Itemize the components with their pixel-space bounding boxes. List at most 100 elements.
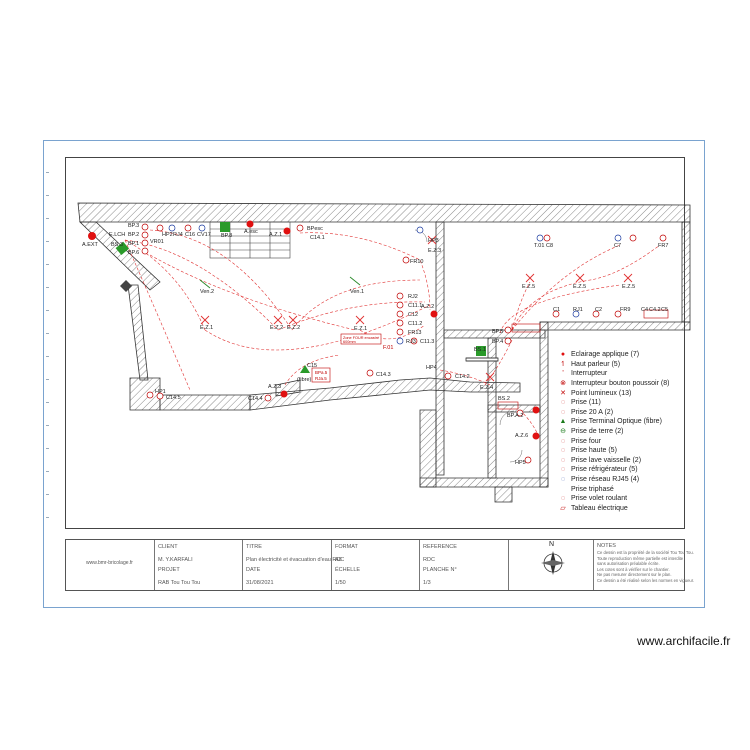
legend-symbol-icon: ◌ bbox=[560, 495, 566, 503]
note-line: Ne pas mesurer directement sur le plan. bbox=[597, 572, 672, 578]
outlet bbox=[410, 337, 418, 345]
plan-label: C14.3 bbox=[376, 372, 391, 378]
note-line: Toute reproduction même partielle est in… bbox=[597, 555, 684, 561]
legend-item: ⊗Interrupteur bouton poussoir (8) bbox=[557, 379, 697, 389]
outlet bbox=[264, 394, 272, 402]
plan-label: C4 bbox=[641, 307, 648, 313]
outlet bbox=[396, 310, 404, 318]
outlet bbox=[396, 337, 404, 345]
plan-label: BS.2 bbox=[498, 396, 510, 402]
legend-symbol-icon: ◌ bbox=[560, 447, 566, 455]
light-point bbox=[288, 315, 298, 325]
legend-symbol-icon: ▲ bbox=[559, 418, 567, 426]
margin-tick bbox=[46, 310, 49, 311]
margin-tick bbox=[46, 195, 49, 196]
plan-label: Zone FOUR encastré bbox=[343, 336, 379, 340]
plan-label: HP2 bbox=[162, 232, 173, 238]
legend-symbol-icon: ⊗ bbox=[560, 380, 566, 388]
outlet bbox=[536, 234, 544, 242]
legend-label: Prise haute (5) bbox=[571, 447, 617, 455]
legend-label: Prise de terre (2) bbox=[571, 428, 624, 436]
note-line: Les cotes sont à vérifier sur le chantie… bbox=[597, 566, 670, 572]
plan-label: RJ1 bbox=[573, 307, 583, 313]
company-url: www.bmr-bricolage.fr bbox=[86, 560, 133, 566]
legend-label: Haut parleur (5) bbox=[571, 360, 621, 368]
legend-item: ⊖ Prise de terre (2) bbox=[557, 427, 697, 437]
margin-tick bbox=[46, 356, 49, 357]
plan-label: BP.6 bbox=[128, 250, 139, 256]
fixture-marker bbox=[120, 280, 132, 292]
plan-label: HP5 bbox=[515, 460, 526, 466]
light-point bbox=[623, 273, 633, 283]
margin-tick bbox=[46, 172, 49, 173]
legend-symbol-icon: ⊖ bbox=[560, 428, 566, 436]
legend-item: ◌Prise (11) bbox=[557, 398, 697, 408]
plan-label: FR10 bbox=[410, 259, 423, 265]
plan-label: E.Z.1 bbox=[200, 325, 213, 331]
outlet bbox=[444, 372, 452, 380]
legend-label: Prise lave vaisselle (2) bbox=[571, 456, 642, 464]
legend-label: Point lumineux (13) bbox=[571, 389, 632, 397]
legend-symbol-icon: ● bbox=[560, 351, 566, 359]
legend-item: ● Eclairage applique (7) bbox=[557, 350, 697, 360]
walls bbox=[77, 202, 691, 503]
outlet bbox=[614, 310, 622, 318]
legend-item: ▲ Prise Terminal Optique (fibre) bbox=[557, 417, 697, 427]
legend-item: ◌ Prise lave vaisselle (2) bbox=[557, 456, 697, 466]
plan-label: E.LCH bbox=[109, 232, 125, 238]
plan-label: E.Z.2 bbox=[287, 325, 300, 331]
plan-label: C4.2 bbox=[649, 307, 661, 313]
outlet bbox=[402, 256, 410, 264]
plan-label: Ven.1 bbox=[350, 289, 364, 295]
margin-tick bbox=[46, 218, 49, 219]
plan-label: BP.5 bbox=[492, 329, 503, 335]
earth-sockets bbox=[115, 222, 486, 356]
legend-item: 'Interrupteur bbox=[557, 369, 697, 379]
legend-label: Tableau électrique bbox=[571, 504, 628, 512]
margin-tick bbox=[46, 402, 49, 403]
date-value: 31/08/2021 bbox=[246, 580, 274, 586]
plan-label: BPa.5 bbox=[315, 370, 328, 375]
plan-label: BS.3 bbox=[111, 242, 123, 248]
legend-label: Eclairage applique (7) bbox=[571, 351, 640, 359]
plan-label: C1 bbox=[553, 307, 560, 313]
light-point bbox=[485, 372, 495, 382]
legend-symbol-icon: ◌ bbox=[560, 466, 566, 474]
plan-label: BP.1 bbox=[128, 241, 139, 247]
door-swings bbox=[414, 229, 523, 463]
outlet bbox=[396, 319, 404, 327]
plan-label: A.Z.1 bbox=[269, 232, 282, 238]
watermark-credit: www.archifacile.fr bbox=[637, 634, 731, 648]
north-label: N bbox=[549, 541, 555, 548]
plan-label: E.Z.5 bbox=[622, 284, 635, 290]
legend-symbol-icon: ↿ bbox=[560, 360, 566, 368]
outlet bbox=[592, 310, 600, 318]
planche-value: 1/3 bbox=[423, 580, 431, 586]
outlet bbox=[141, 223, 149, 231]
outlet bbox=[516, 409, 524, 417]
legend-item: ◌Prise 20 A (2) bbox=[557, 408, 697, 418]
plan-label: BS.1 bbox=[474, 347, 486, 353]
ventilation bbox=[199, 276, 361, 289]
project-value: RAB Tou Tou Tou bbox=[158, 580, 201, 586]
note-line: sans autorisation préalable écrite. bbox=[597, 561, 660, 567]
outlet bbox=[146, 391, 154, 399]
legend-symbol-icon: ◌ bbox=[560, 456, 566, 464]
reference-value: RDC bbox=[423, 557, 435, 563]
margin-tick bbox=[46, 287, 49, 288]
plan-label: Ven.2 bbox=[200, 289, 214, 295]
legend-symbol-icon: ◌ bbox=[560, 476, 566, 484]
legend-label: Prise four bbox=[571, 437, 601, 445]
wall-light bbox=[532, 432, 540, 440]
note-line: Ce dessin a été réalisé selon les normes… bbox=[597, 577, 695, 583]
plan-label: CV17 bbox=[197, 232, 211, 238]
outlet bbox=[504, 337, 512, 345]
legend-label: Prise Terminal Optique (fibre) bbox=[571, 418, 662, 426]
legend-label: Prise volet roulant bbox=[571, 495, 628, 503]
outlet bbox=[141, 239, 149, 247]
wiring bbox=[124, 229, 661, 441]
title-header: TITRE bbox=[246, 544, 262, 550]
scale-header: ÉCHELLE bbox=[335, 567, 361, 573]
plan-label: E.Z.5 bbox=[522, 284, 535, 290]
